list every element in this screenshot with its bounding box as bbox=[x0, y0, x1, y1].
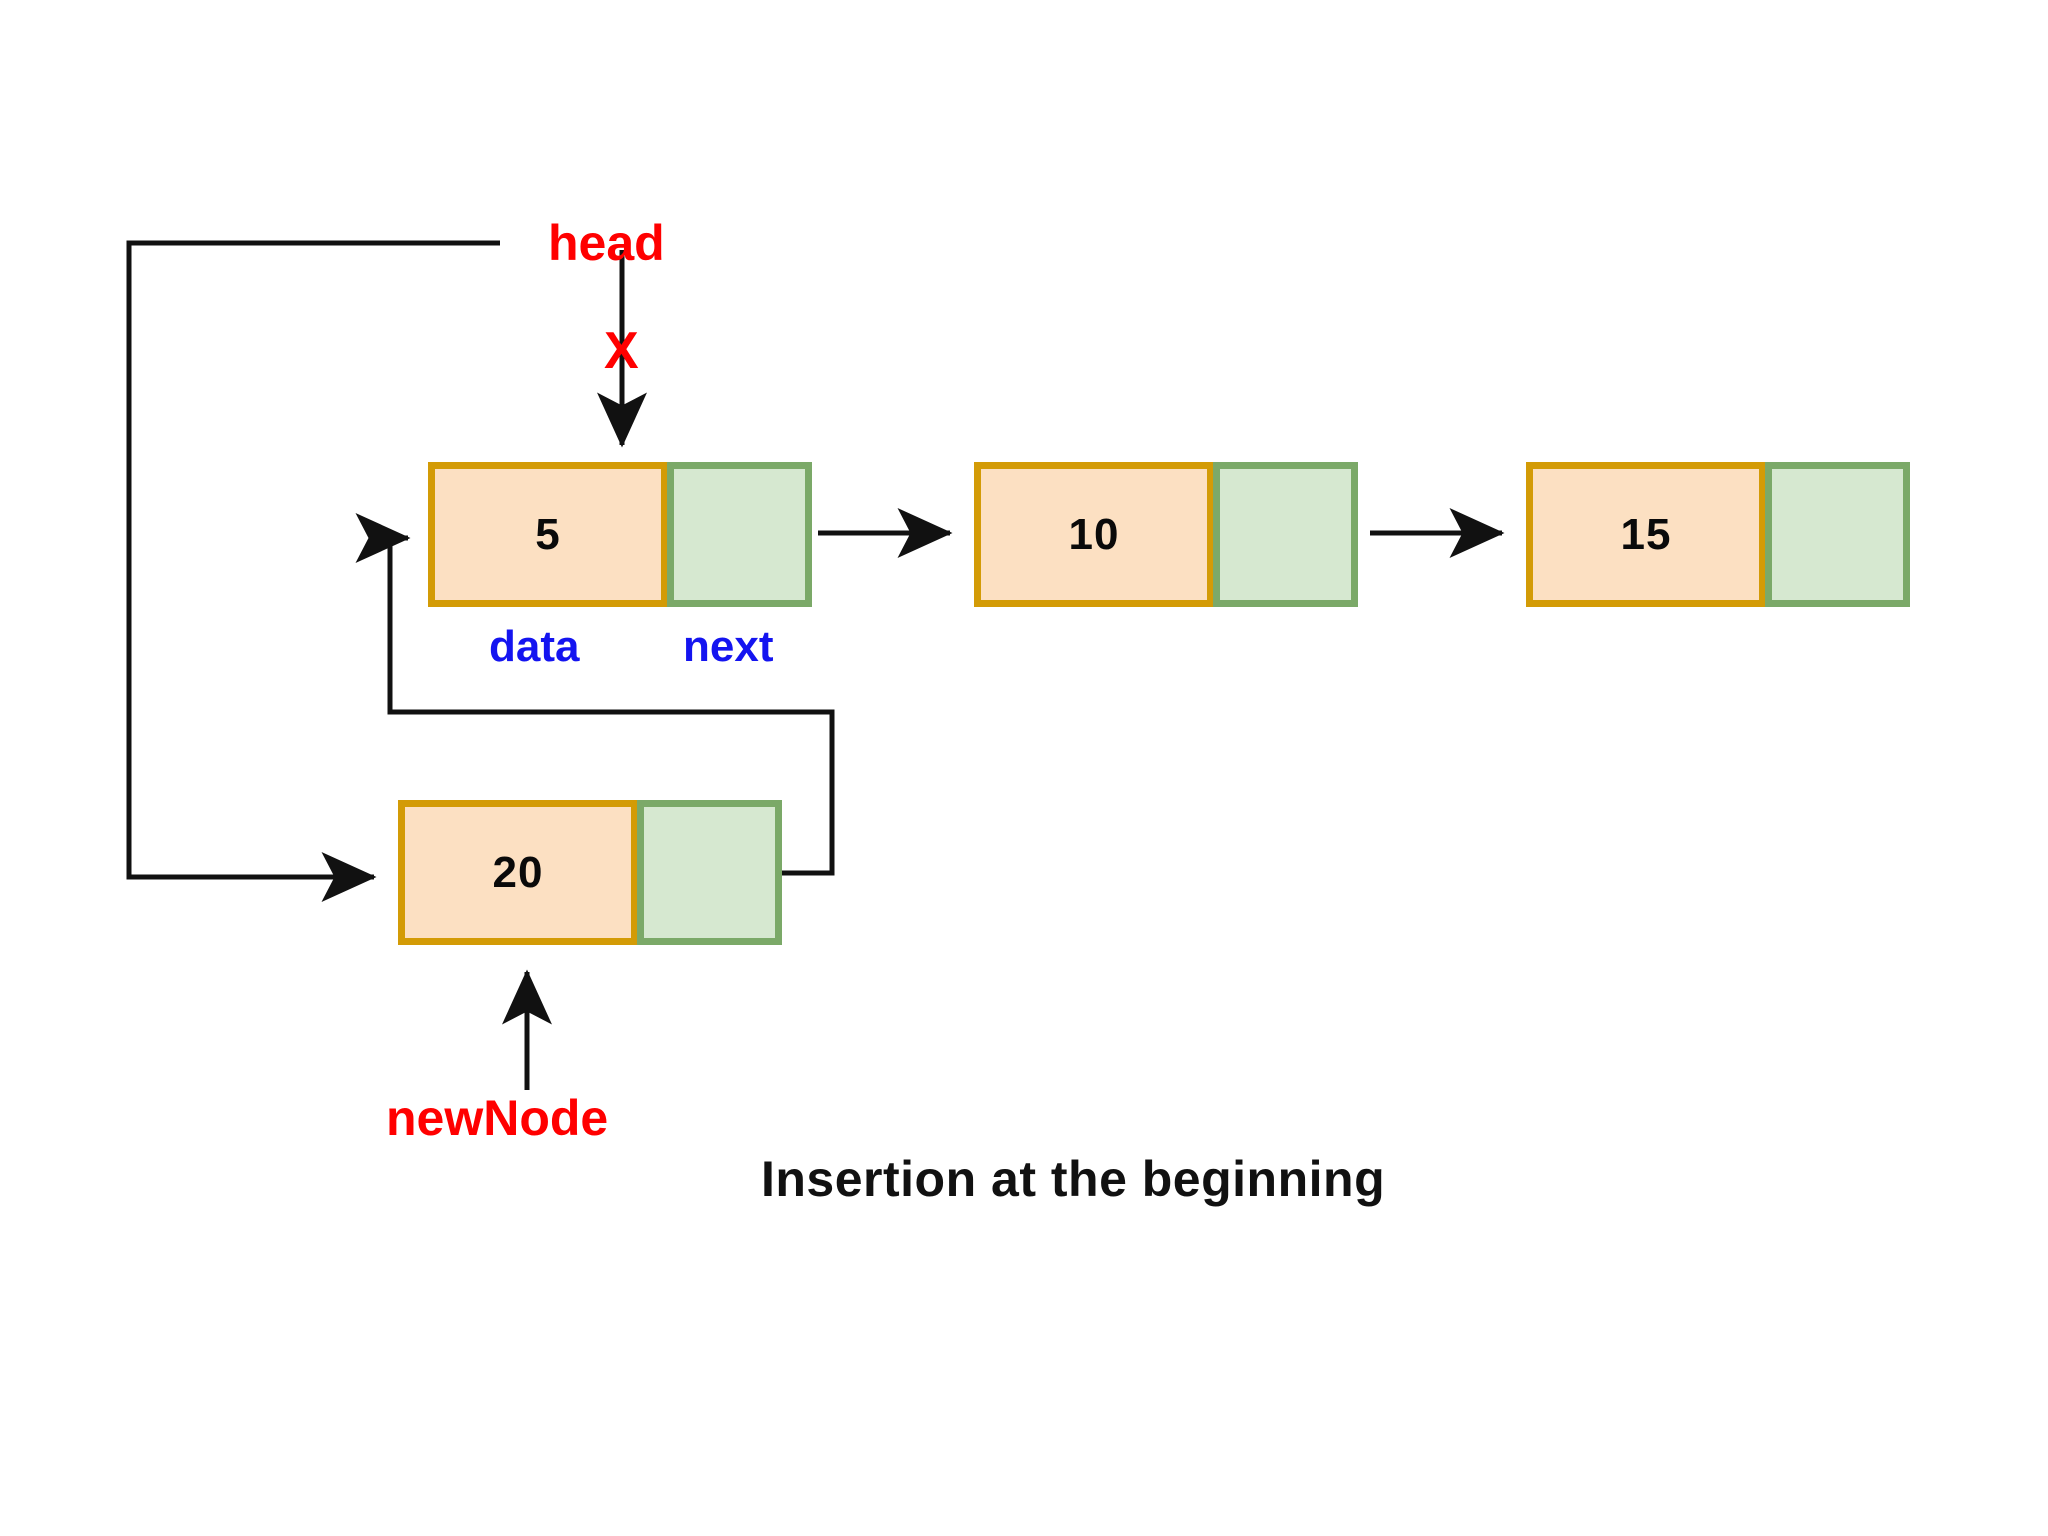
list-node-2: 15 bbox=[1526, 462, 1910, 607]
next-field-label: next bbox=[683, 622, 774, 671]
head-pointer-label: head bbox=[548, 215, 665, 271]
diagram-caption: Insertion at the beginning bbox=[761, 1151, 1386, 1207]
list-node-0: 5 bbox=[428, 462, 812, 607]
node-next-cell bbox=[1765, 462, 1910, 607]
data-field-label: data bbox=[489, 622, 580, 671]
node-next-cell bbox=[1213, 462, 1358, 607]
new-node-data-cell: 20 bbox=[398, 800, 638, 945]
node-next-cell bbox=[667, 462, 812, 607]
new-node: 20 bbox=[398, 800, 782, 945]
node-data-cell: 15 bbox=[1526, 462, 1766, 607]
broken-link-x-icon: X bbox=[604, 322, 639, 380]
new-node-next-cell bbox=[637, 800, 782, 945]
list-node-1: 10 bbox=[974, 462, 1358, 607]
node-data-cell: 5 bbox=[428, 462, 668, 607]
newnode-pointer-label: newNode bbox=[386, 1090, 609, 1146]
node-data-cell: 10 bbox=[974, 462, 1214, 607]
